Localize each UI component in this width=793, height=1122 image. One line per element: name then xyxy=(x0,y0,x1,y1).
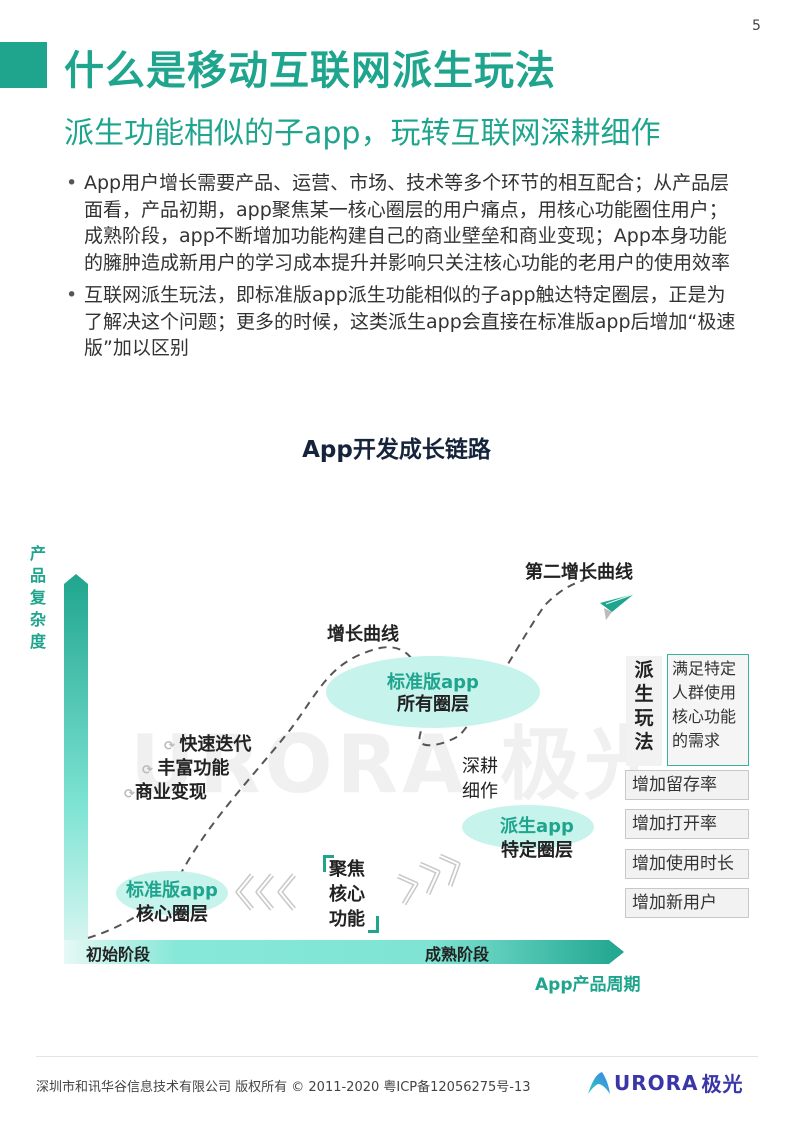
all-node-sub: 所有圈层 xyxy=(397,694,469,715)
aurora-logo-icon xyxy=(588,1071,610,1094)
paper-plane-icon xyxy=(600,593,635,620)
bullet-dot-icon: • xyxy=(66,172,78,194)
y-axis-label: 产 品 复 杂 度 xyxy=(29,544,46,651)
benefit-retention: 增加留存率 xyxy=(625,770,749,800)
derived-node-sub: 特定圈层 xyxy=(501,840,573,861)
core-node-ellipse xyxy=(116,871,228,915)
derived-play-heading: 派 生 玩 法 xyxy=(626,656,662,766)
bullet-item: •互联网派生玩法，即标准版app派生功能相似的子app触达特定圈层，正是为了解决… xyxy=(66,284,736,359)
all-node-title: 标准版app xyxy=(387,672,479,693)
bracket-open-icon xyxy=(323,855,334,872)
derived-node-ellipse xyxy=(462,805,594,849)
page-title: 什么是移动互联网派生玩法 xyxy=(64,48,556,94)
footer-copyright: 深圳市和讯华谷信息技术有限公司 版权所有 © 2011-2020 粤ICP备12… xyxy=(36,1080,531,1095)
all-node-ellipse xyxy=(326,656,540,728)
cycle-icon: ⟳ xyxy=(164,739,180,754)
deep-cultivation-label: 深耕 细作 xyxy=(462,756,498,802)
x-axis-arrow-icon xyxy=(64,940,624,964)
diagram-title: App开发成长链路 xyxy=(302,437,491,463)
stage-start-label: 初始阶段 xyxy=(86,945,151,964)
derived-node-title: 派生app xyxy=(500,816,574,837)
cycle-icon: ⟳ xyxy=(124,787,135,802)
benefit-new-users: 增加新用户 xyxy=(625,888,749,918)
bracket-close-icon xyxy=(368,916,379,933)
page-subtitle: 派生功能相似的子app，玩转互联网深耕细作 xyxy=(64,116,661,151)
y-axis-arrow-icon xyxy=(64,574,88,964)
footer-divider xyxy=(36,1056,758,1057)
bullet-list: •App用户增长需要产品、运营、市场、技术等多个环节的相互配合；从产品层面看，产… xyxy=(64,170,744,368)
focus-core-label: 聚焦 核心 功能 xyxy=(329,859,365,930)
growth-curve-label: 增长曲线 xyxy=(327,624,399,645)
stage-mature-label: 成熟阶段 xyxy=(425,945,490,964)
cycle-icon: ⟳ xyxy=(142,763,158,778)
title-accent-block xyxy=(0,42,47,88)
left-chevrons-icon xyxy=(235,873,296,911)
second-growth-curve-label: 第二增长曲线 xyxy=(525,562,633,583)
aurora-logo: URORA 极光 xyxy=(586,1068,744,1097)
benefit-usage-time: 增加使用时长 xyxy=(625,849,749,879)
watermark: URORA 极光 xyxy=(130,718,668,811)
derived-play-description: 满足特定 人群使用 核心功能 的需求 xyxy=(667,654,749,766)
x-axis-label: App产品周期 xyxy=(535,975,641,995)
bullet-dot-icon: • xyxy=(66,284,78,306)
growth-actions: ⟳ 快速迭代 ⟳ 丰富功能 ⟳商业变现 xyxy=(124,734,252,803)
bullet-item: •App用户增长需要产品、运营、市场、技术等多个环节的相互配合；从产品层面看，产… xyxy=(66,172,731,274)
page-number: 5 xyxy=(752,18,761,34)
core-node-sub: 核心圈层 xyxy=(136,904,208,925)
core-node-title: 标准版app xyxy=(126,880,218,901)
benefit-open-rate: 增加打开率 xyxy=(625,809,749,839)
